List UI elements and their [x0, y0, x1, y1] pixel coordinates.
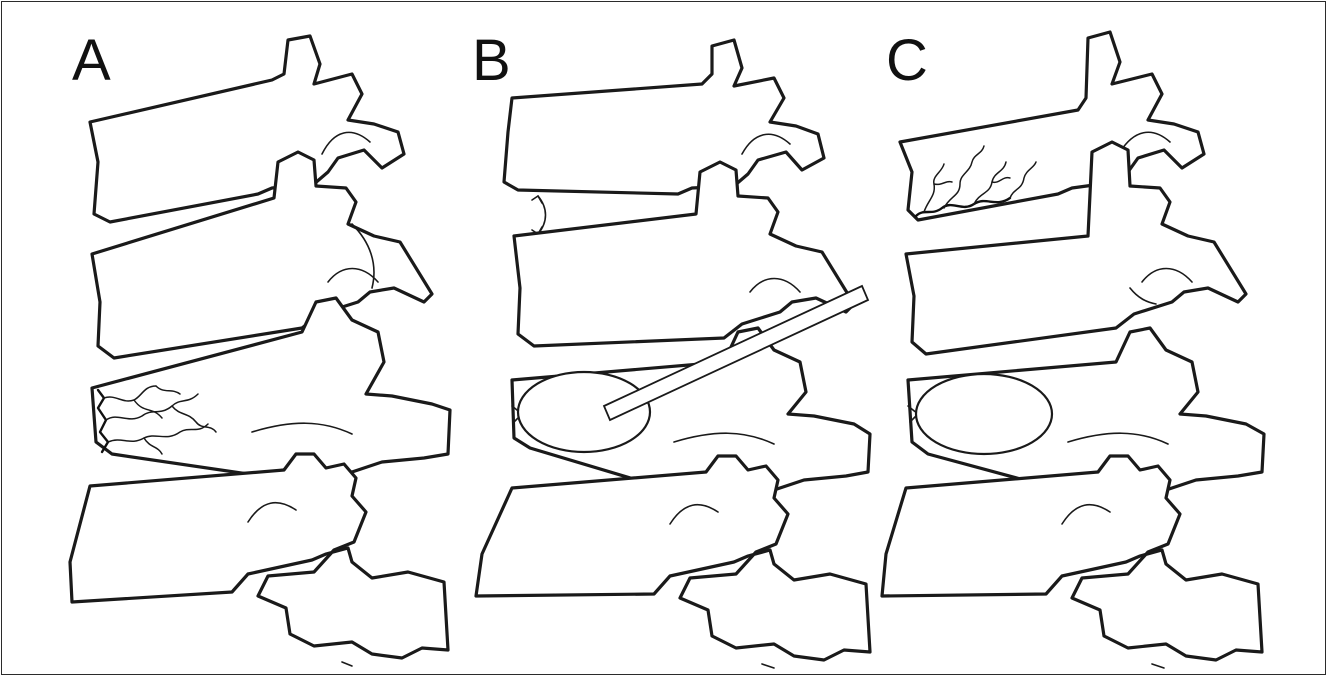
vertebra-level-4 — [70, 454, 448, 666]
vertebra-level-1 — [90, 36, 404, 222]
spine-drawing-c — [872, 2, 1312, 678]
vertebra-level-3-filled — [908, 328, 1264, 496]
vertebra-level-4 — [882, 456, 1262, 668]
vertebra-level-4 — [476, 456, 870, 668]
cement-filled-cavity — [916, 374, 1052, 454]
height-restoration-arrow — [532, 196, 546, 234]
vertebra-level-3-balloon — [512, 328, 870, 496]
vertebra-level-1 — [504, 40, 824, 194]
spine-drawing-b — [442, 2, 882, 678]
balloon-cavity — [518, 372, 650, 452]
spine-drawing-a — [52, 2, 472, 678]
